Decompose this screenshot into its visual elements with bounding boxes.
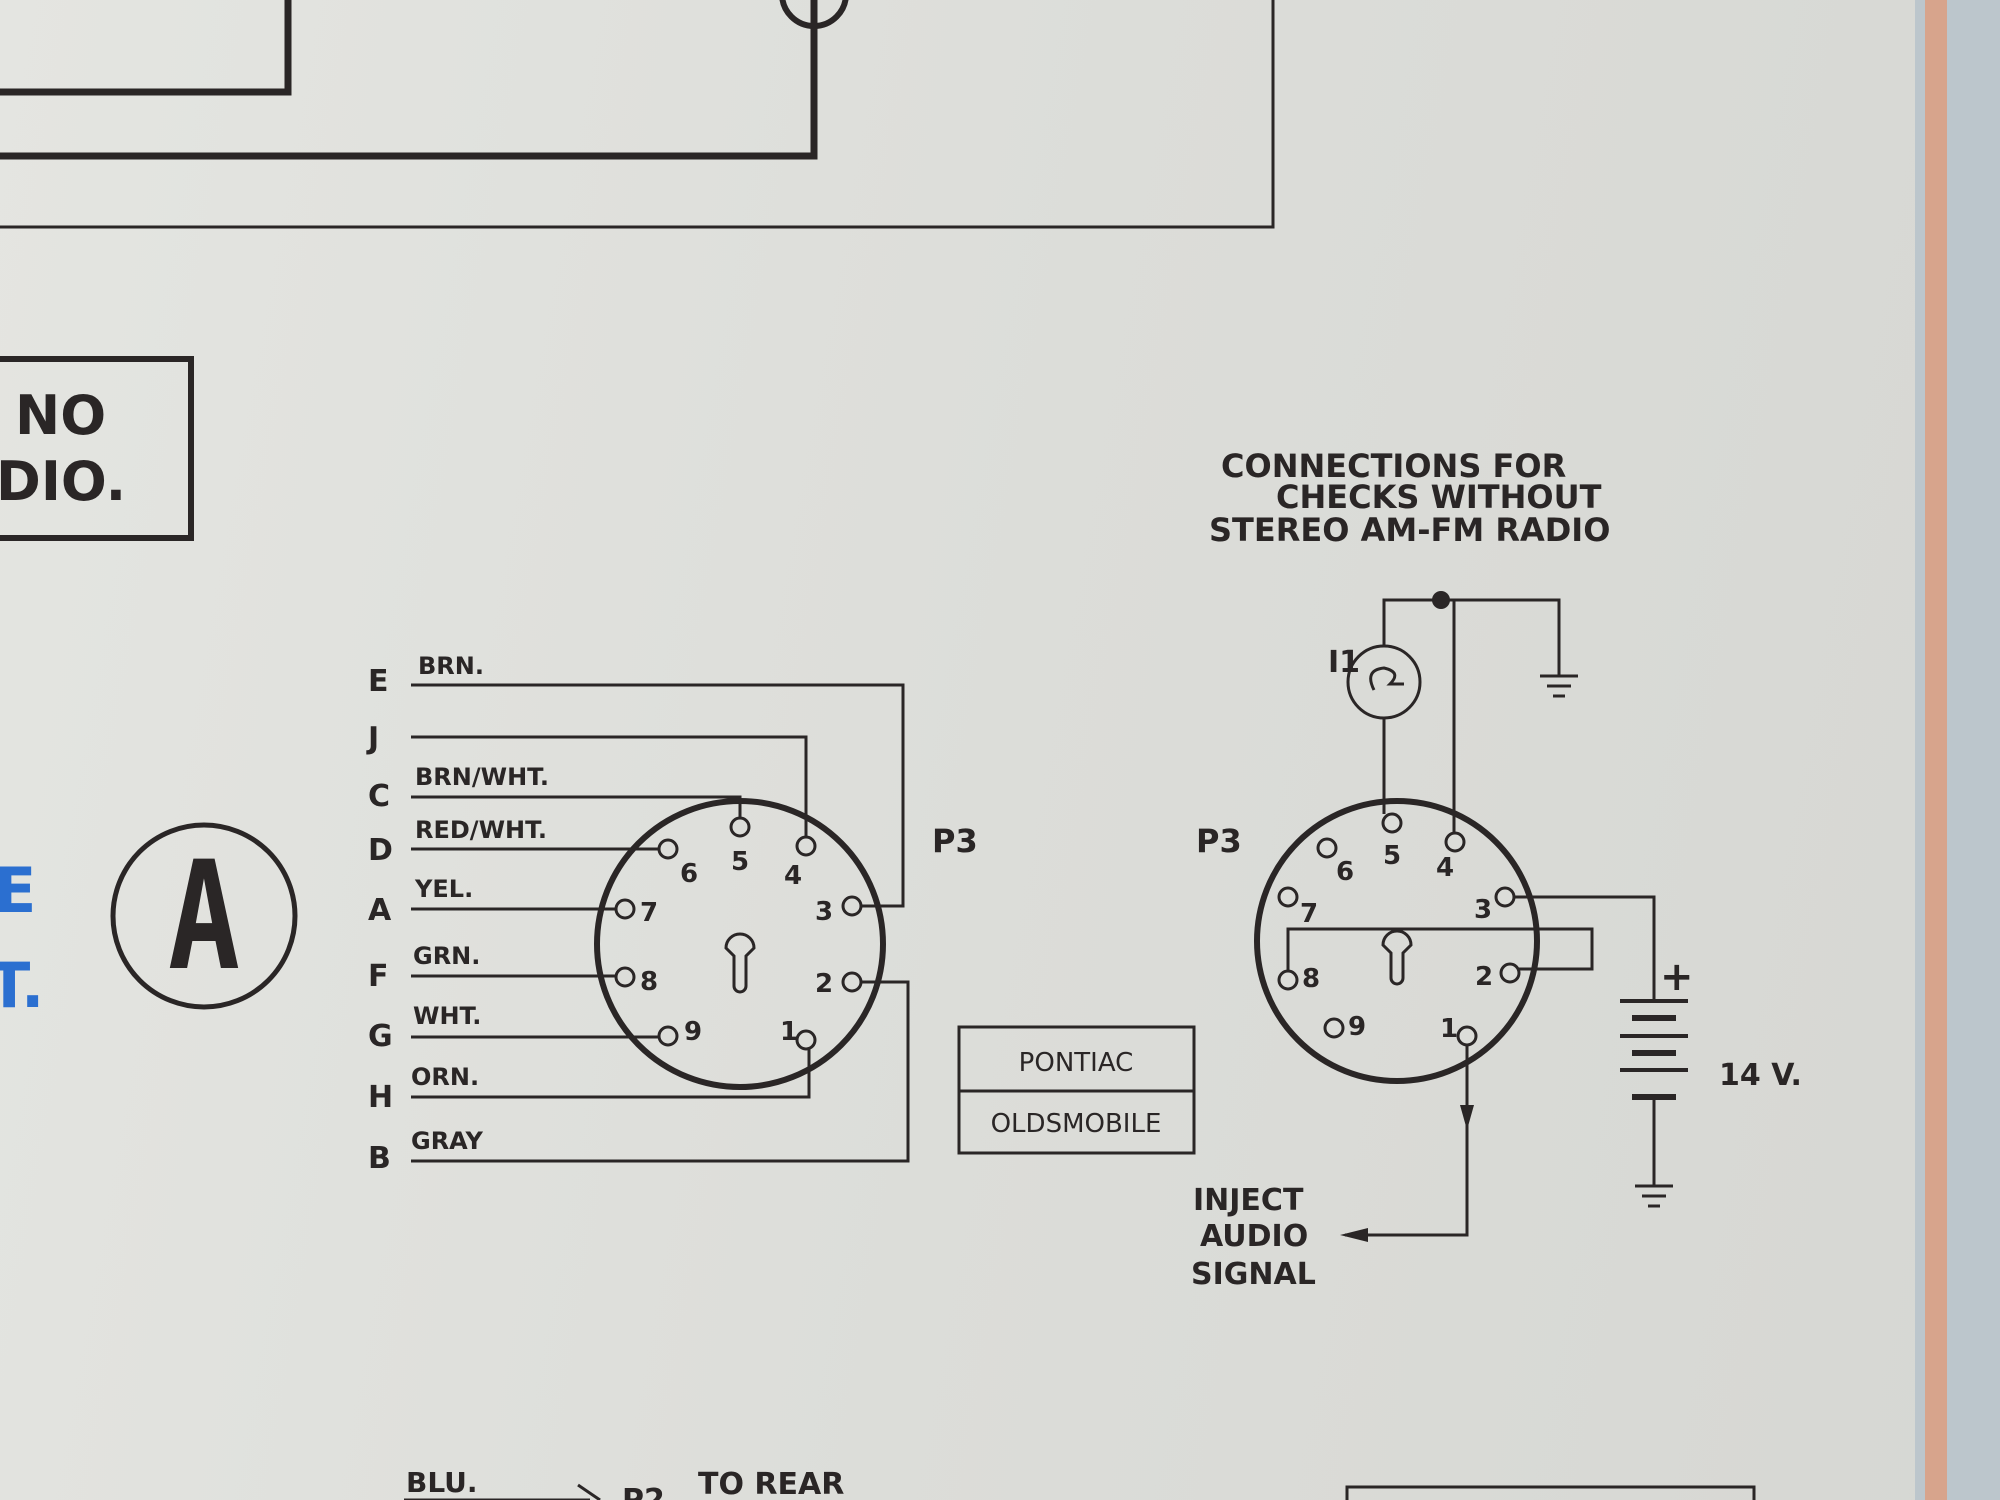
pin-8 <box>1277 969 1299 991</box>
pin-label: 5 <box>1383 841 1401 871</box>
pin-7 <box>614 898 636 920</box>
pin-label: 8 <box>640 967 658 997</box>
wire-color: ORN. <box>411 1063 479 1091</box>
pin-label: 2 <box>815 969 833 999</box>
bottom-destination: TO REAR <box>698 1467 844 1500</box>
section-badge: A <box>110 822 298 1010</box>
pin-7 <box>1277 886 1299 908</box>
pin-2 <box>841 971 863 993</box>
no-radio-line1: NO <box>15 384 106 447</box>
ground-icon <box>1635 1184 1673 1208</box>
pin-5 <box>729 816 751 838</box>
inject-line3: SIGNAL <box>1191 1257 1316 1292</box>
pin-3 <box>1494 886 1516 908</box>
wire-color: BRN/WHT. <box>415 763 549 791</box>
wire-color: GRN. <box>413 942 480 970</box>
wire-letter: A <box>368 893 392 928</box>
wire-letter: B <box>368 1141 391 1176</box>
pin-1 <box>795 1029 817 1051</box>
left-connector: 5 4 6 3 7 2 8 9 1 E J C D A F G H B BRN.… <box>366 652 978 1176</box>
pin-label: 9 <box>684 1017 702 1047</box>
make-oldsmobile: OLDSMOBILE <box>991 1109 1162 1139</box>
pin-3 <box>841 895 863 917</box>
pin-label: 1 <box>780 1017 798 1047</box>
wire-letter: H <box>368 1080 393 1115</box>
blue-text-line1: E <box>0 854 36 927</box>
pin-label: 8 <box>1302 964 1320 994</box>
applies-to-box: PONTIAC OLDSMOBILE <box>957 1025 1196 1155</box>
wire-color: BRN. <box>418 652 484 680</box>
wire-letter: F <box>368 959 389 994</box>
pin-6 <box>657 838 679 860</box>
pin-6 <box>1316 837 1338 859</box>
pin-label: 1 <box>1440 1014 1458 1044</box>
no-radio-box: NO DIO. <box>0 356 194 541</box>
badge-letter: A <box>168 830 240 1004</box>
wire-letter: E <box>368 664 389 699</box>
pin-label: 5 <box>731 847 749 877</box>
inject-line1: INJECT <box>1193 1183 1304 1218</box>
upper-diagram-fragment <box>0 0 1275 229</box>
pin-label: 6 <box>680 859 698 889</box>
lower-diagram-fragment: BLU. P2 TO REAR <box>404 1466 1756 1500</box>
cover-edge <box>1925 0 1947 1500</box>
pin-label: 3 <box>815 897 833 927</box>
battery-plus: + <box>1660 954 1694 1000</box>
arrow-icon <box>1460 1105 1474 1130</box>
wire-color: GRAY <box>411 1127 483 1155</box>
wire-color: RED/WHT. <box>415 816 547 844</box>
battery-voltage: 14 V. <box>1719 1058 1802 1093</box>
pin-4 <box>795 835 817 857</box>
make-pontiac: PONTIAC <box>1019 1048 1134 1078</box>
pin-label: 4 <box>1436 853 1454 883</box>
pin-label: 2 <box>1475 962 1493 992</box>
wire-color: YEL. <box>414 875 473 903</box>
connector-label: P3 <box>932 822 978 860</box>
wire-letter: D <box>368 833 393 868</box>
pin-9 <box>657 1025 679 1047</box>
pin-label: 9 <box>1348 1012 1366 1042</box>
pin-label: 3 <box>1474 895 1492 925</box>
arrow-icon <box>1340 1228 1368 1242</box>
blue-text-line2: T. <box>0 949 44 1022</box>
pin-label: 7 <box>1300 899 1318 929</box>
wire-letter: C <box>368 779 390 814</box>
pin-label: 7 <box>640 898 658 928</box>
diagram-title-line1: CONNECTIONS FOR <box>1221 447 1566 485</box>
pin-1 <box>1456 1025 1478 1047</box>
ground-icon <box>1540 674 1578 698</box>
wire-letter: G <box>368 1019 393 1054</box>
test-connections-diagram: CONNECTIONS FOR CHECKS WITHOUT STEREO AM… <box>1191 447 1802 1292</box>
bottom-wire-color: BLU. <box>406 1466 478 1499</box>
wire-letter: J <box>366 721 379 756</box>
pin-label: 4 <box>784 861 802 891</box>
wire-color: WHT. <box>413 1002 481 1030</box>
pin-2 <box>1499 962 1521 984</box>
pin-8 <box>614 966 636 988</box>
junction-dot <box>1432 591 1450 609</box>
diagram-title-line3: STEREO AM-FM RADIO <box>1209 511 1610 549</box>
bottom-connector: P2 <box>622 1483 665 1500</box>
lamp-label: I1 <box>1328 645 1360 680</box>
no-radio-line2: DIO. <box>0 450 126 513</box>
pin-label: 6 <box>1336 857 1354 887</box>
inject-line2: AUDIO <box>1200 1219 1308 1254</box>
pin-4 <box>1444 831 1466 853</box>
pin-9 <box>1323 1017 1345 1039</box>
pin-5 <box>1381 812 1403 834</box>
battery-icon <box>1620 999 1688 1100</box>
connector-label: P3 <box>1196 822 1242 860</box>
diagram-title-line2: CHECKS WITHOUT <box>1276 478 1602 516</box>
